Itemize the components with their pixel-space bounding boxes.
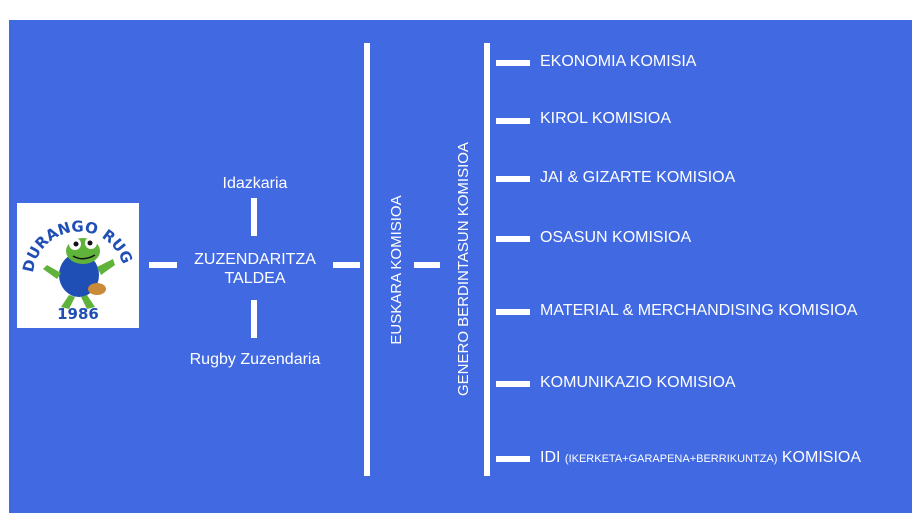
commission-komunikazio: KOMUNIKAZIO KOMISIOA [540,374,736,391]
idazkaria-label: Idazkaria [222,175,288,192]
commission-idi-expansion: (IKERKETA+GARAPENA+BERRIKUNTZA) [564,453,778,465]
connector-idazkaria [251,198,257,236]
tick-osasun [496,236,530,242]
connector-logo-center [149,262,177,268]
tick-material [496,309,530,315]
commission-jai-gizarte: JAI & GIZARTE KOMISIOA [540,169,736,186]
commission-idi: IDI (IKERKETA+GARAPENA+BERRIKUNTZA) KOMI… [540,449,861,468]
connector-euskara-genero [414,262,440,268]
commission-ekonomia: EKONOMIA KOMISIA [540,53,697,70]
tick-jai-gizarte [496,176,530,182]
logo-graphic: DURANGO RUGBY TALDEA 1986 [11,189,137,323]
tick-ekonomia [496,60,530,66]
commission-idi-prefix: IDI [540,449,561,466]
vertical-bar-1 [364,43,370,476]
zuzendaritza-taldea-text: ZUZENDARITZA TALDEA [194,251,316,287]
tick-idi [496,456,530,462]
zuzendaritza-taldea-label: ZUZENDARITZA TALDEA [170,250,340,288]
commission-osasun: OSASUN KOMISIOA [540,229,692,246]
tick-kirol [496,118,530,124]
tick-komunikazio [496,381,530,387]
logo-year: 1986 [57,305,99,323]
rugby-zuzendaria-label: Rugby Zuzendaria [189,351,321,368]
vertical-bar-2 [484,43,490,476]
commission-idi-suffix: KOMISIOA [781,449,861,466]
euskara-komisioa-label: EUSKARA KOMISIOA [388,195,405,345]
genero-berdintasun-label: GENERO BERDINTASUN KOMISIOA [455,142,472,396]
durango-rugby-logo: DURANGO RUGBY TALDEA 1986 [11,189,139,328]
connector-rugby-zuzendaria [251,300,257,338]
commission-material: MATERIAL & MERCHANDISING KOMISIOA [540,302,858,319]
connector-center-euskara [333,262,360,268]
commission-kirol: KIROL KOMISIOA [540,110,671,127]
